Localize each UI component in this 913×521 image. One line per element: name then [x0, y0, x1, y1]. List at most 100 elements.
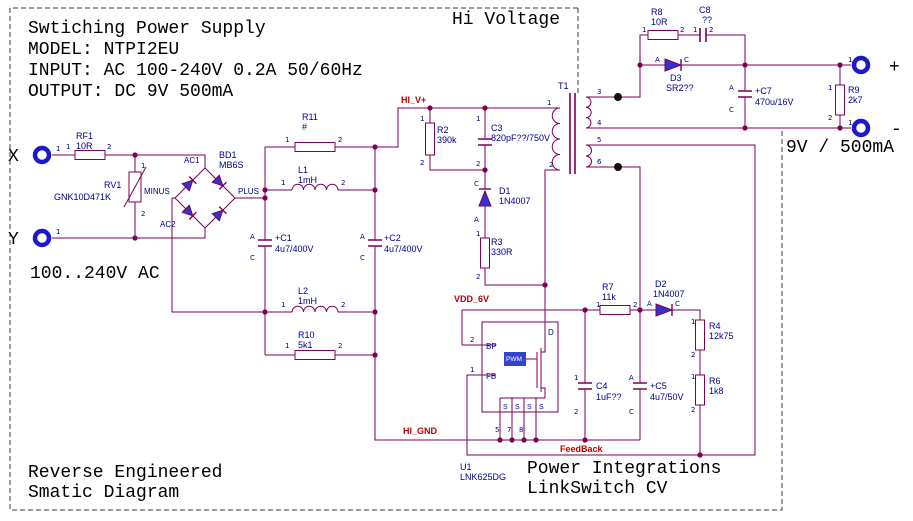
- u1-pwm-label: PWM: [506, 356, 522, 363]
- c2-value: 4u7/400V: [384, 244, 423, 254]
- rv1-pin2: 2: [141, 210, 145, 218]
- r6-ref: R6: [709, 376, 721, 386]
- bridge-diode-icon: [181, 204, 197, 220]
- d3-ref: D3: [670, 73, 682, 83]
- r9-pin1: 1: [828, 84, 832, 92]
- u1-s-label-1: S: [503, 404, 508, 411]
- bridge-rectifier-BD1-body: [174, 167, 236, 229]
- bd1-value: MB6S: [219, 160, 244, 170]
- transformer-core: [569, 93, 576, 174]
- footer-line-1: Reverse Engineered: [28, 463, 222, 483]
- c3-ref: C3: [491, 123, 503, 133]
- c1-ref: +C1: [275, 233, 292, 243]
- u1-bp-label: BP: [486, 342, 497, 351]
- ic-brand-line-1: Power Integrations: [527, 459, 721, 479]
- t1-pin1: 1: [547, 99, 551, 107]
- output-rating-label: 9V / 500mA: [786, 138, 894, 158]
- c3-value: 820pF??/750V: [491, 133, 550, 143]
- terminal-output-minus: [851, 118, 871, 138]
- rf1-pin2: 2: [107, 143, 111, 151]
- r9-ref: R9: [848, 85, 860, 95]
- r6-pin1: 1: [691, 373, 695, 381]
- r6-value: 1k8: [709, 386, 724, 396]
- u1-d-label: D: [548, 328, 554, 337]
- d2-value: 1N4007: [653, 289, 685, 299]
- c8-ref: C8: [699, 5, 711, 15]
- t1-pin6: 6: [597, 158, 602, 166]
- c3-pin1: 1: [476, 115, 480, 123]
- r11-pin2: 2: [338, 136, 342, 144]
- pwm-block: [504, 352, 526, 366]
- r2-pin2: 2: [420, 159, 424, 167]
- transformer-T1-body: [551, 93, 622, 174]
- l2-pin2: 2: [341, 301, 345, 309]
- c1-value: 4u7/400V: [275, 244, 314, 254]
- c5-ref: +C5: [650, 381, 667, 391]
- d1-cathode: C: [474, 180, 479, 188]
- term-minus-pin: 1: [848, 119, 852, 127]
- capacitor-C4-body: [578, 382, 592, 390]
- diode-D2-body: [655, 303, 674, 317]
- r11-pin1: 1: [285, 136, 289, 144]
- title-line-4: OUTPUT: DC 9V 500mA: [28, 82, 233, 102]
- resistor-R11-body: [294, 142, 336, 152]
- bd1-ac1: AC1: [184, 156, 200, 165]
- capacitor-C1-body: [258, 239, 272, 247]
- c5-anode: A: [629, 374, 634, 382]
- resistor-RF1-body: [74, 150, 106, 160]
- c2-anode: A: [360, 233, 365, 241]
- c8-pin2: 2: [709, 26, 713, 34]
- c5-cathode: C: [629, 408, 634, 416]
- diode-D1-body: [478, 188, 492, 207]
- terminal-x-label: X: [8, 147, 19, 167]
- output-plus-label: +: [889, 58, 900, 78]
- r3-value: 330R: [491, 247, 513, 257]
- u1-s-label-3: S: [527, 404, 532, 411]
- r3-pin1: 1: [476, 230, 480, 238]
- resistor-R2-body: [425, 122, 435, 156]
- l1-pin2: 2: [341, 179, 345, 187]
- resistor-R9-body: [835, 84, 845, 116]
- bd1-minus: MINUS: [144, 187, 170, 196]
- bd1-ac2: AC2: [160, 220, 176, 229]
- capacitor-C3-body: [478, 138, 492, 146]
- r8-pin2: 2: [680, 26, 684, 34]
- bd1-ref: BD1: [219, 150, 237, 160]
- u1-s-label-2: S: [515, 404, 520, 411]
- wire-segments: [52, 34, 851, 456]
- d3-anode: A: [655, 56, 660, 64]
- title-line-3: INPUT: AC 100-240V 0.2A 50/60Hz: [28, 61, 363, 81]
- t1-pin4: 4: [597, 119, 602, 127]
- u1-pin8: 8: [519, 426, 523, 434]
- terminal-x: [32, 145, 52, 165]
- r10-pin1: 1: [285, 342, 289, 350]
- c4-pin1: 1: [574, 374, 578, 382]
- r11-value: #: [302, 122, 307, 132]
- c7-ref: +C7: [755, 86, 772, 96]
- t1-pin2: 2: [549, 161, 553, 169]
- ic-brand-line-2: LinkSwitch CV: [527, 479, 668, 499]
- hi-voltage-boundary-dashed: [9, 7, 783, 511]
- diode-D3-body: [664, 58, 683, 72]
- bridge-diode-icon: [211, 174, 227, 190]
- rv1-pin1: 1: [141, 162, 145, 170]
- u1-pin7: 7: [507, 426, 511, 434]
- c2-ref: +C2: [384, 233, 401, 243]
- capacitor-C5-body: [633, 382, 647, 390]
- transformer-primary-winding: [551, 107, 561, 171]
- hi-voltage-label: Hi Voltage: [452, 10, 560, 30]
- inductor-L1-body: [291, 183, 339, 191]
- c7-value: 470u/16V: [755, 97, 794, 107]
- c1-cathode: C: [250, 254, 255, 262]
- c3-pin2: 2: [476, 160, 480, 168]
- r2-pin1: 1: [420, 115, 424, 123]
- rf1-value: 10R: [76, 141, 93, 151]
- r7-value: 11k: [602, 292, 616, 302]
- c4-ref: C4: [596, 381, 608, 391]
- output-minus-label: -: [891, 120, 902, 140]
- bridge-diode-icon: [211, 206, 227, 222]
- r11-ref: R11: [302, 112, 318, 122]
